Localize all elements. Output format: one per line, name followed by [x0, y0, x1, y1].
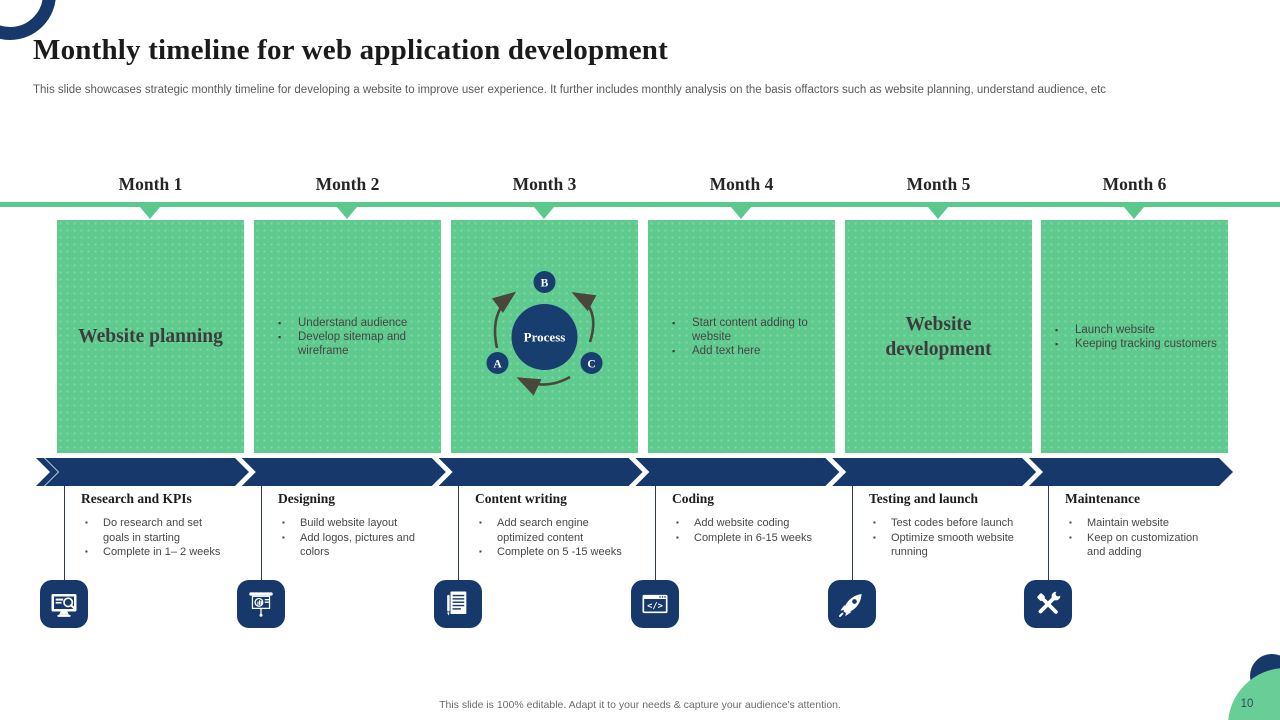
code-window-icon: </> — [631, 580, 679, 628]
timeline-marker-icon — [534, 207, 554, 219]
connector-line — [458, 486, 459, 582]
month-column-5: Month 5 Website development Testing and … — [828, 170, 1037, 635]
phase-bullet: Test codes before launch — [869, 516, 1019, 531]
phase-bullet: Keep on customization and adding — [1065, 531, 1215, 560]
connector-line — [1048, 486, 1049, 582]
month-box: Launch website Keeping tracking customer… — [1041, 220, 1228, 453]
timeline-marker-icon — [731, 207, 751, 219]
phase-title: Designing — [278, 491, 336, 506]
chevron-arrow-band — [36, 458, 1233, 486]
month-box: Process B A C — [451, 220, 638, 453]
phase-bullet: Build website layout — [278, 516, 428, 531]
phase-title: Content writing — [475, 491, 567, 506]
rocket-icon — [828, 580, 876, 628]
box-title: Website development — [885, 313, 992, 360]
month-column-4: Month 4 Start content adding to website … — [631, 170, 840, 635]
presentation-chart-icon — [237, 580, 285, 628]
box-bullet: Keeping tracking customers — [1052, 337, 1227, 351]
phase-bullet-list: Test codes before launch Optimize smooth… — [869, 516, 1029, 560]
month-box: Website development — [845, 220, 1032, 453]
page-number: 10 — [1240, 698, 1254, 710]
month-label: Month 1 — [118, 174, 183, 194]
phase-bullet: Complete on 5 -15 weeks — [475, 545, 625, 560]
connector-line — [261, 486, 262, 582]
timeline-line — [0, 202, 1280, 207]
process-cycle-diagram: Process B A C — [486, 271, 603, 396]
process-node-c: C — [587, 359, 595, 371]
box-bullet: Start content adding to website — [669, 316, 824, 344]
connector-line — [852, 486, 853, 582]
box-bullet-list: Launch website Keeping tracking customer… — [1036, 323, 1233, 351]
connector-line — [655, 486, 656, 582]
box-bullet-list: Understand audience Develop sitemap and … — [259, 316, 436, 358]
phase-bullet-list: Do research and set goals in starting Co… — [81, 516, 241, 560]
box-bullet: Add text here — [669, 344, 824, 358]
phase-title: Testing and launch — [869, 491, 979, 506]
process-node-a: A — [493, 359, 502, 371]
month-label: Month 2 — [315, 174, 380, 194]
corner-green-circle — [1228, 668, 1280, 720]
month-box: Website planning — [57, 220, 244, 453]
footer-note: This slide is 100% editable. Adapt it to… — [439, 699, 841, 711]
timeline-marker-icon — [140, 207, 160, 219]
month-label: Month 5 — [906, 174, 971, 194]
svg-text:</>: </> — [647, 602, 663, 612]
box-bullet: Develop sitemap and wireframe — [275, 330, 430, 358]
month-column-2: Month 2 Understand audience Develop site… — [237, 170, 446, 635]
page-title: Monthly timeline for web application dev… — [33, 34, 668, 66]
timeline-marker-icon — [1124, 207, 1144, 219]
phase-bullet: Add website coding — [672, 516, 822, 531]
box-title: Website planning — [78, 326, 223, 347]
document-pen-icon — [434, 580, 482, 628]
page-subtitle: This slide showcases strategic monthly t… — [33, 84, 1107, 96]
phase-bullet: Add logos, pictures and colors — [278, 531, 428, 560]
timeline-marker-icon — [928, 207, 948, 219]
month-column-1: Month 1 Website planning Research and KP… — [40, 170, 249, 635]
phase-bullet: Complete in 1– 2 weeks — [81, 545, 231, 560]
month-label: Month 6 — [1102, 174, 1167, 194]
tools-icon — [1024, 580, 1072, 628]
connector-line — [64, 486, 65, 582]
phase-bullet: Maintain website — [1065, 516, 1215, 531]
phase-title: Maintenance — [1065, 491, 1140, 506]
phase-title: Research and KPIs — [81, 491, 192, 506]
phase-bullet: Do research and set goals in starting — [81, 516, 231, 545]
box-bullet-list: Start content adding to website Add text… — [653, 316, 830, 358]
month-box: Start content adding to website Add text… — [648, 220, 835, 453]
phase-bullet: Optimize smooth website running — [869, 531, 1019, 560]
phase-bullet-list: Build website layout Add logos, pictures… — [278, 516, 438, 560]
month-label: Month 3 — [512, 174, 577, 194]
month-column-6: Month 6 Launch website Keeping tracking … — [1024, 170, 1233, 635]
monitor-search-icon — [40, 580, 88, 628]
phase-bullet-list: Add search engine optimized content Comp… — [475, 516, 635, 560]
box-bullet: Launch website — [1052, 323, 1227, 337]
month-column-3: Month 3 Process B A C — [434, 170, 643, 635]
phase-bullet-list: Add website coding Complete in 6-15 week… — [672, 516, 832, 545]
phase-title: Coding — [672, 491, 715, 506]
box-bullet: Understand audience — [275, 316, 430, 330]
process-node-b: B — [541, 278, 549, 290]
phase-bullet-list: Maintain website Keep on customization a… — [1065, 516, 1225, 560]
month-box: Understand audience Develop sitemap and … — [254, 220, 441, 453]
timeline-marker-icon — [337, 207, 357, 219]
phase-bullet: Add search engine optimized content — [475, 516, 625, 545]
phase-bullet: Complete in 6-15 weeks — [672, 531, 822, 546]
process-label: Process — [524, 330, 566, 345]
month-label: Month 4 — [709, 174, 774, 194]
